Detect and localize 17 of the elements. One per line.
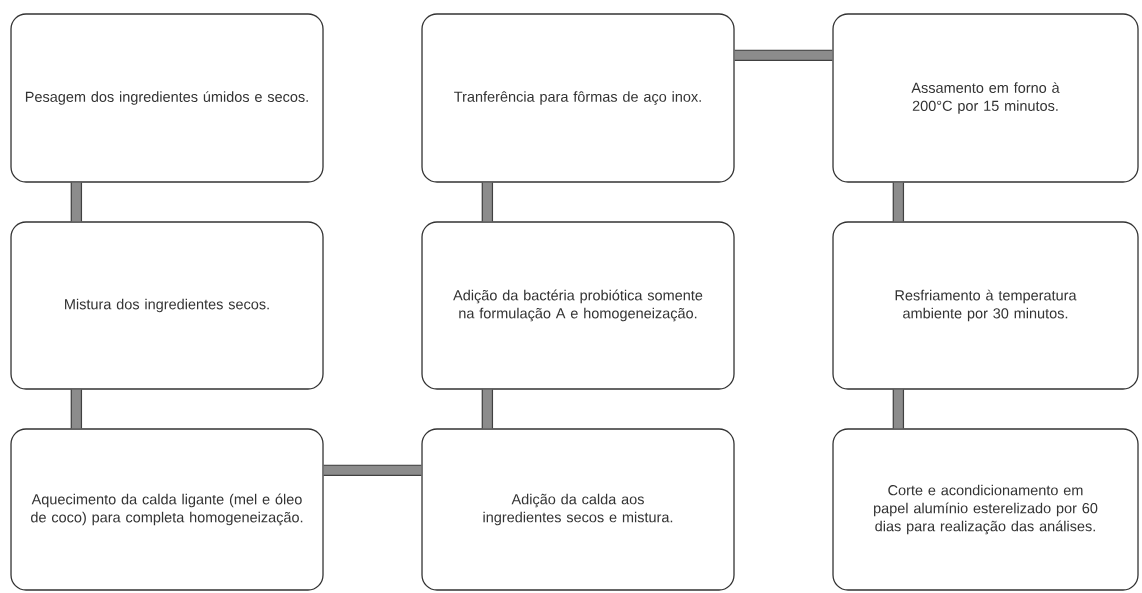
connector-bar — [892, 389, 905, 429]
process-box: Aquecimento da calda ligante (mel e óleo de coco) para completa homogeneização. — [10, 428, 324, 591]
process-box: Adição da calda aos ingredientes secos e mistura. — [421, 428, 735, 591]
connector-bar — [481, 389, 494, 429]
connector-bar — [70, 182, 83, 222]
process-box: Resfriamento à temperatura ambiente por 30 minutos. — [832, 221, 1139, 390]
process-box: Corte e acondicionamento em papel alumínio esterelizado por 60 dias para realização das análises. — [832, 428, 1139, 591]
process-box: Adição da bactéria probiótica somente na formulação A e homogeneização. — [421, 221, 735, 390]
connector-bar — [323, 464, 422, 477]
process-box: Tranferência para fôrmas de aço inox. — [421, 13, 735, 183]
connector-bar — [481, 182, 494, 222]
connector-bar — [70, 389, 83, 429]
process-box: Pesagem dos ingredientes úmidos e secos. — [10, 13, 324, 183]
process-box: Mistura dos ingredientes secos. — [10, 221, 324, 390]
process-box: Assamento em forno à 200°C por 15 minutos. — [832, 13, 1139, 183]
connector-bar — [734, 49, 833, 62]
connector-bar — [892, 182, 905, 222]
